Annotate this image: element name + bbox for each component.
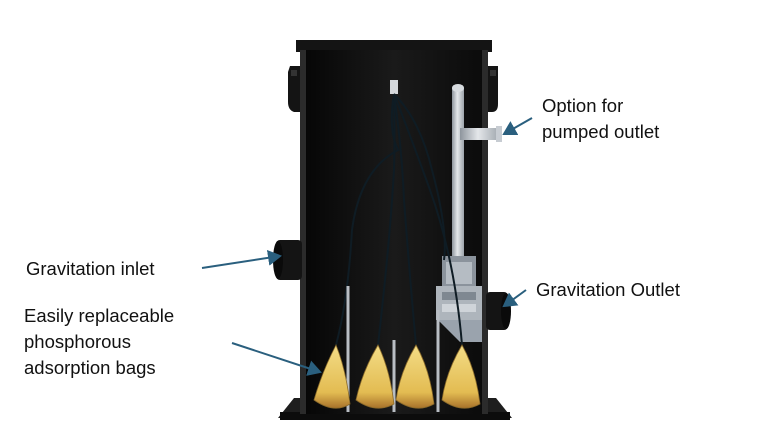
arrow-pointer-icon [201,249,282,269]
label-line: Option for [542,95,624,116]
adsorption-bags [313,344,481,409]
adsorption-bag [441,344,481,409]
arrow-pointer-icon [231,342,322,376]
label-line: phosphorous [24,331,131,352]
gravitation-outlet-port [486,292,511,330]
adsorption-bag [395,344,435,409]
label-line: pumped outlet [542,121,660,142]
label-gravitation-inlet: Gravitation inlet [26,258,155,279]
adsorption-bag [313,344,351,409]
adsorption-bag [355,344,395,409]
label-pumped-outlet: Option for pumped outlet [542,93,659,145]
label-line: adsorption bags [24,357,156,378]
pump-assembly [436,256,482,342]
label-adsorption-bags: Easily replaceable phosphorous adsorptio… [24,303,174,381]
arrow-pointer-icon [502,289,527,308]
hose-hanger [390,80,398,94]
label-line: Easily replaceable [24,305,175,326]
pumped-outlet-pipe [452,84,502,258]
label-gravitation-outlet: Gravitation Outlet [536,279,680,300]
hoses [335,93,463,346]
gravitation-inlet-port [273,240,302,280]
mounting-brackets [288,66,498,112]
callout-arrows [201,117,533,376]
arrow-pointer-icon [502,117,533,135]
